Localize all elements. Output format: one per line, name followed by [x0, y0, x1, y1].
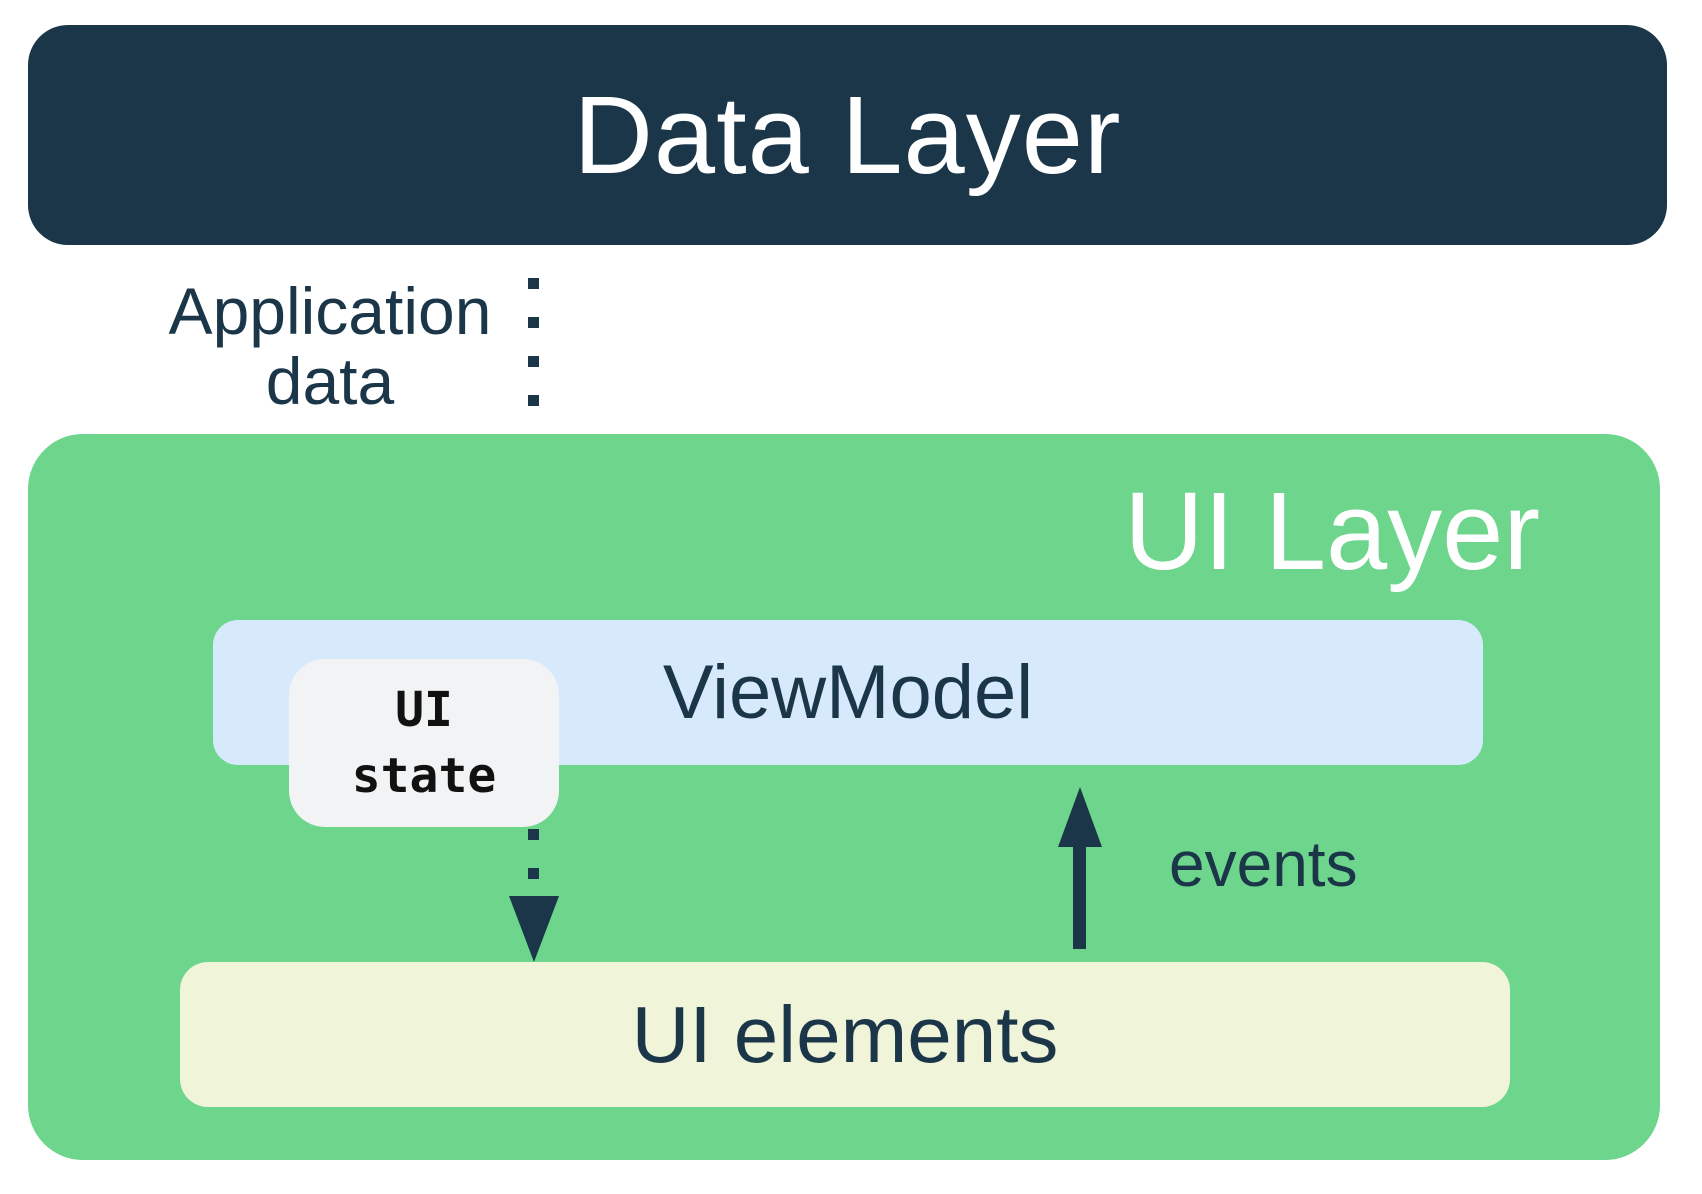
ui-state-arrowhead-icon	[509, 896, 559, 962]
events-label: events	[1169, 828, 1358, 900]
application-data-label: Application data	[168, 274, 492, 418]
ui-state-badge: UI state	[289, 659, 559, 827]
ui-layer-label: UI Layer	[1124, 470, 1540, 593]
events-arrow-shaft	[1073, 840, 1086, 949]
ui-state-dashed-line	[528, 829, 539, 881]
events-arrowhead-icon	[1058, 787, 1102, 847]
viewmodel-label: ViewModel	[662, 650, 1034, 735]
application-data-dashed-line	[528, 278, 539, 538]
ui-state-label: UI state	[351, 682, 497, 804]
ui-elements-bar: UI elements	[180, 962, 1510, 1107]
ui-elements-label: UI elements	[631, 989, 1059, 1079]
data-layer-label: Data Layer	[573, 73, 1122, 197]
data-layer-box: Data Layer	[28, 25, 1667, 245]
